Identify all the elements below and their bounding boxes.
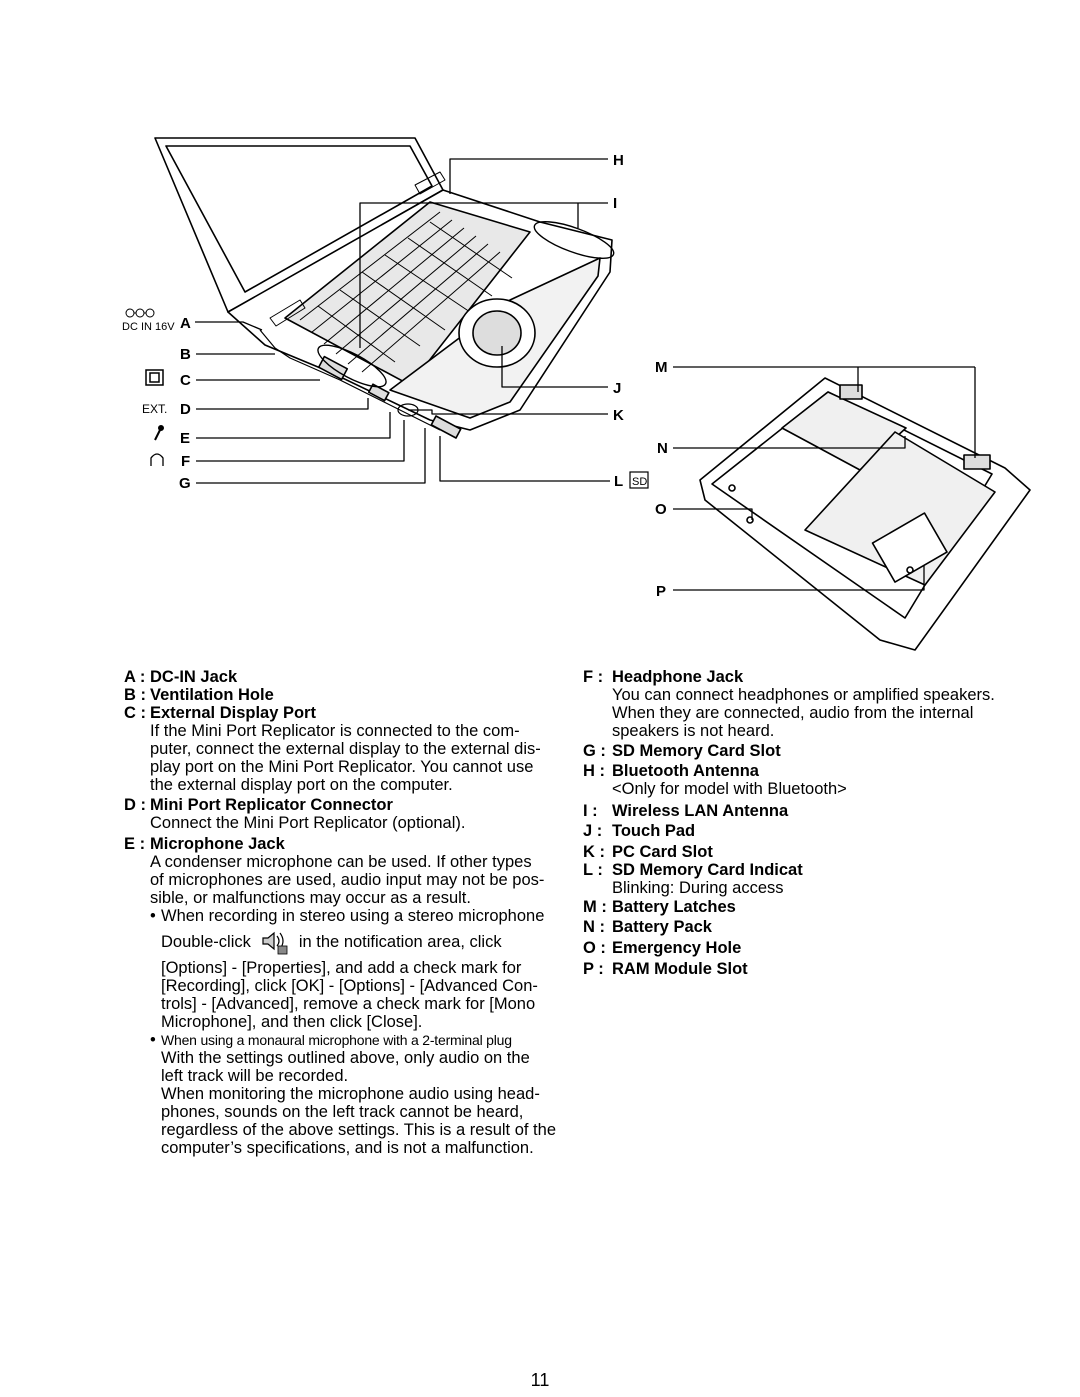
double-click-row: Double-click in the notification area, c… xyxy=(161,925,579,959)
right-column: F :Headphone Jack You can connect headph… xyxy=(583,668,1033,978)
item-i: I :Wireless LAN Antenna xyxy=(583,802,789,820)
item-d: D :Mini Port Replicator Connector Connec… xyxy=(124,796,579,832)
bullet-stereo-line: [Options] - [Properties], and add a chec… xyxy=(161,959,522,977)
item-n: N :Battery Pack xyxy=(583,918,712,936)
item-f-line: speakers is not heard. xyxy=(612,722,775,740)
bullet-stereo-line: trols] - [Advanced], remove a check mark… xyxy=(161,995,536,1013)
page-number: 11 xyxy=(530,1370,550,1390)
bullet-monaural-line: phones, sounds on the left track cannot … xyxy=(161,1103,524,1121)
double-click-text: Double-click xyxy=(161,933,251,951)
bullet-stereo: • When recording in stereo using a stere… xyxy=(150,907,545,925)
item-b: B :Ventilation Hole xyxy=(124,686,274,704)
item-p-title: RAM Module Slot xyxy=(612,960,748,978)
item-h: H :Bluetooth Antenna <Only for model wit… xyxy=(583,762,1033,798)
item-f-title: Headphone Jack xyxy=(612,668,744,686)
callout-m: M xyxy=(655,359,668,376)
callout-i: I xyxy=(613,195,617,212)
item-n-title: Battery Pack xyxy=(612,918,712,936)
item-h-line: <Only for model with Bluetooth> xyxy=(612,780,847,798)
dc-in-label: DC IN 16V xyxy=(122,321,175,333)
callout-e: E xyxy=(180,430,190,447)
item-c-title: External Display Port xyxy=(150,704,316,722)
item-f-line: You can connect headphones or amplified … xyxy=(612,686,995,704)
item-i-title: Wireless LAN Antenna xyxy=(612,802,789,820)
sd-logo-icon: SD xyxy=(629,471,649,489)
notification-area-text: in the notification area, click xyxy=(298,933,502,951)
laptop-bottom-view xyxy=(699,377,1031,651)
bullet-icon: • xyxy=(150,1031,156,1049)
item-k: K :PC Card Slot xyxy=(583,843,713,861)
item-c-line: If the Mini Port Replicator is connected… xyxy=(150,722,520,740)
bullet-stereo-line: Microphone], and then click [Close]. xyxy=(161,1013,423,1031)
headphone-icon xyxy=(150,453,164,466)
item-m-title: Battery Latches xyxy=(612,898,736,916)
left-column: A :DC-IN Jack B :Ventilation Hole C :Ext… xyxy=(124,668,579,1157)
bullet-monaural-line: With the settings outlined above, only a… xyxy=(161,1049,530,1067)
item-d-title: Mini Port Replicator Connector xyxy=(150,796,393,814)
microphone-icon xyxy=(154,425,164,441)
item-l-line: Blinking: During access xyxy=(612,879,784,897)
item-c-line: puter, connect the external display to t… xyxy=(150,740,541,758)
callout-d: D xyxy=(180,401,191,418)
item-a-title: DC-IN Jack xyxy=(150,668,238,686)
svg-text:SD: SD xyxy=(632,476,647,488)
dc-polarity-icon xyxy=(125,308,155,318)
item-e-line: sible, or malfunctions may occur as a re… xyxy=(150,889,471,907)
item-f: F :Headphone Jack You can connect headph… xyxy=(583,668,1033,740)
item-b-title: Ventilation Hole xyxy=(150,686,274,704)
item-e-line: A condenser microphone can be used. If o… xyxy=(150,853,532,871)
item-d-line: Connect the Mini Port Replicator (option… xyxy=(150,814,466,832)
callout-p: P xyxy=(656,583,666,600)
callout-f: F xyxy=(181,453,190,470)
item-h-title: Bluetooth Antenna xyxy=(612,762,759,780)
item-p: P :RAM Module Slot xyxy=(583,960,748,978)
bullet-monaural-line: computer’s specifications, and is not a … xyxy=(161,1139,534,1157)
bullet-monaural: • When using a monaural microphone with … xyxy=(150,1031,512,1049)
item-l: L :SD Memory Card Indicat Blinking: Duri… xyxy=(583,861,1033,897)
laptop-top-view xyxy=(154,137,615,439)
item-a: A :DC-IN Jack xyxy=(124,668,238,686)
item-f-line: When they are connected, audio from the … xyxy=(612,704,974,722)
item-c: C :External Display Port If the Mini Por… xyxy=(124,704,579,794)
callout-l: L xyxy=(614,473,623,490)
item-k-title: PC Card Slot xyxy=(612,843,713,861)
item-e: E :Microphone Jack A condenser microphon… xyxy=(124,835,579,1157)
callout-k: K xyxy=(613,407,624,424)
item-g-title: SD Memory Card Slot xyxy=(612,742,781,760)
callout-g: G xyxy=(179,475,191,492)
item-o-title: Emergency Hole xyxy=(612,939,742,957)
item-j-title: Touch Pad xyxy=(612,822,696,840)
bullet-stereo-line: [Recording], click [OK] - [Options] - [A… xyxy=(161,977,538,995)
callout-n: N xyxy=(657,440,668,457)
callout-b: B xyxy=(180,346,191,363)
item-e-line: of microphones are used, audio input may… xyxy=(150,871,545,889)
bullet-monaural-line: When monitoring the microphone audio usi… xyxy=(161,1085,540,1103)
item-g: G :SD Memory Card Slot xyxy=(583,742,781,760)
bullet-monaural-line: left track will be recorded. xyxy=(161,1067,349,1085)
speaker-tray-icon xyxy=(262,931,288,955)
item-c-line: play port on the Mini Port Replicator. Y… xyxy=(150,758,534,776)
item-c-line: the external display port on the compute… xyxy=(150,776,453,794)
laptop-diagram: DC IN 16V EXT. SD A B C D E F G H I J K … xyxy=(122,137,1031,651)
callout-o: O xyxy=(655,501,667,518)
ext-label: EXT. xyxy=(142,402,167,416)
bullet-monaural-line: regardless of the above settings. This i… xyxy=(161,1121,556,1139)
callout-h: H xyxy=(613,152,624,169)
bullet-icon: • xyxy=(150,907,156,925)
item-m: M :Battery Latches xyxy=(583,898,736,916)
callout-a: A xyxy=(180,315,191,332)
display-port-icon xyxy=(145,369,164,386)
item-o: O :Emergency Hole xyxy=(583,939,742,957)
item-e-title: Microphone Jack xyxy=(150,835,285,853)
callout-c: C xyxy=(180,372,191,389)
item-j: J :Touch Pad xyxy=(583,822,696,840)
item-l-title: SD Memory Card Indicat xyxy=(612,861,803,879)
callout-j: J xyxy=(613,380,621,397)
